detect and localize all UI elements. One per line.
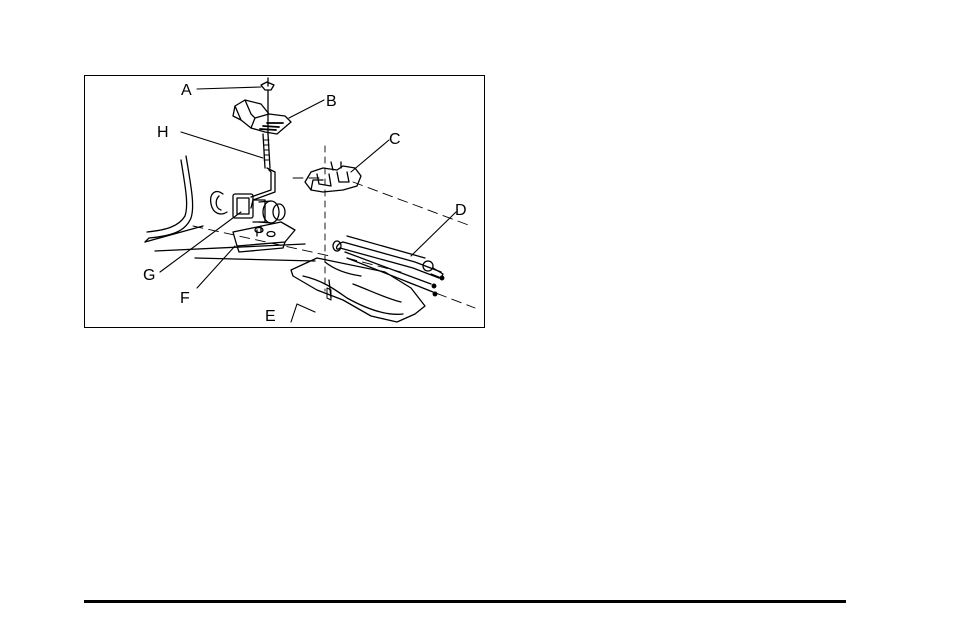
footer-rule xyxy=(84,600,846,603)
callout-label-g: G xyxy=(143,267,155,284)
callout-label-a: A xyxy=(181,82,192,99)
reference-dash-lines xyxy=(193,146,475,308)
part-b-retainer-bracket xyxy=(233,100,291,134)
callout-label-c: C xyxy=(389,131,401,148)
callout-label-b: B xyxy=(326,93,337,110)
part-g-jack-handle-assembly xyxy=(211,192,285,223)
part-d-tool-set xyxy=(333,236,444,296)
diagram-drawing: A B C D E F G H xyxy=(85,76,485,328)
callout-label-h: H xyxy=(157,124,169,141)
vehicle-floor-outline xyxy=(145,156,315,261)
callout-label-f: F xyxy=(180,290,190,307)
callout-label-e: E xyxy=(265,308,276,325)
callout-leaders xyxy=(160,87,456,322)
callout-label-d: D xyxy=(455,202,467,219)
part-c-mounting-bracket xyxy=(305,162,361,192)
spare-tire-tools-diagram: A B C D E F G H xyxy=(84,75,485,328)
part-a-wing-nut xyxy=(261,78,274,98)
part-e-storage-pouch xyxy=(291,258,425,322)
